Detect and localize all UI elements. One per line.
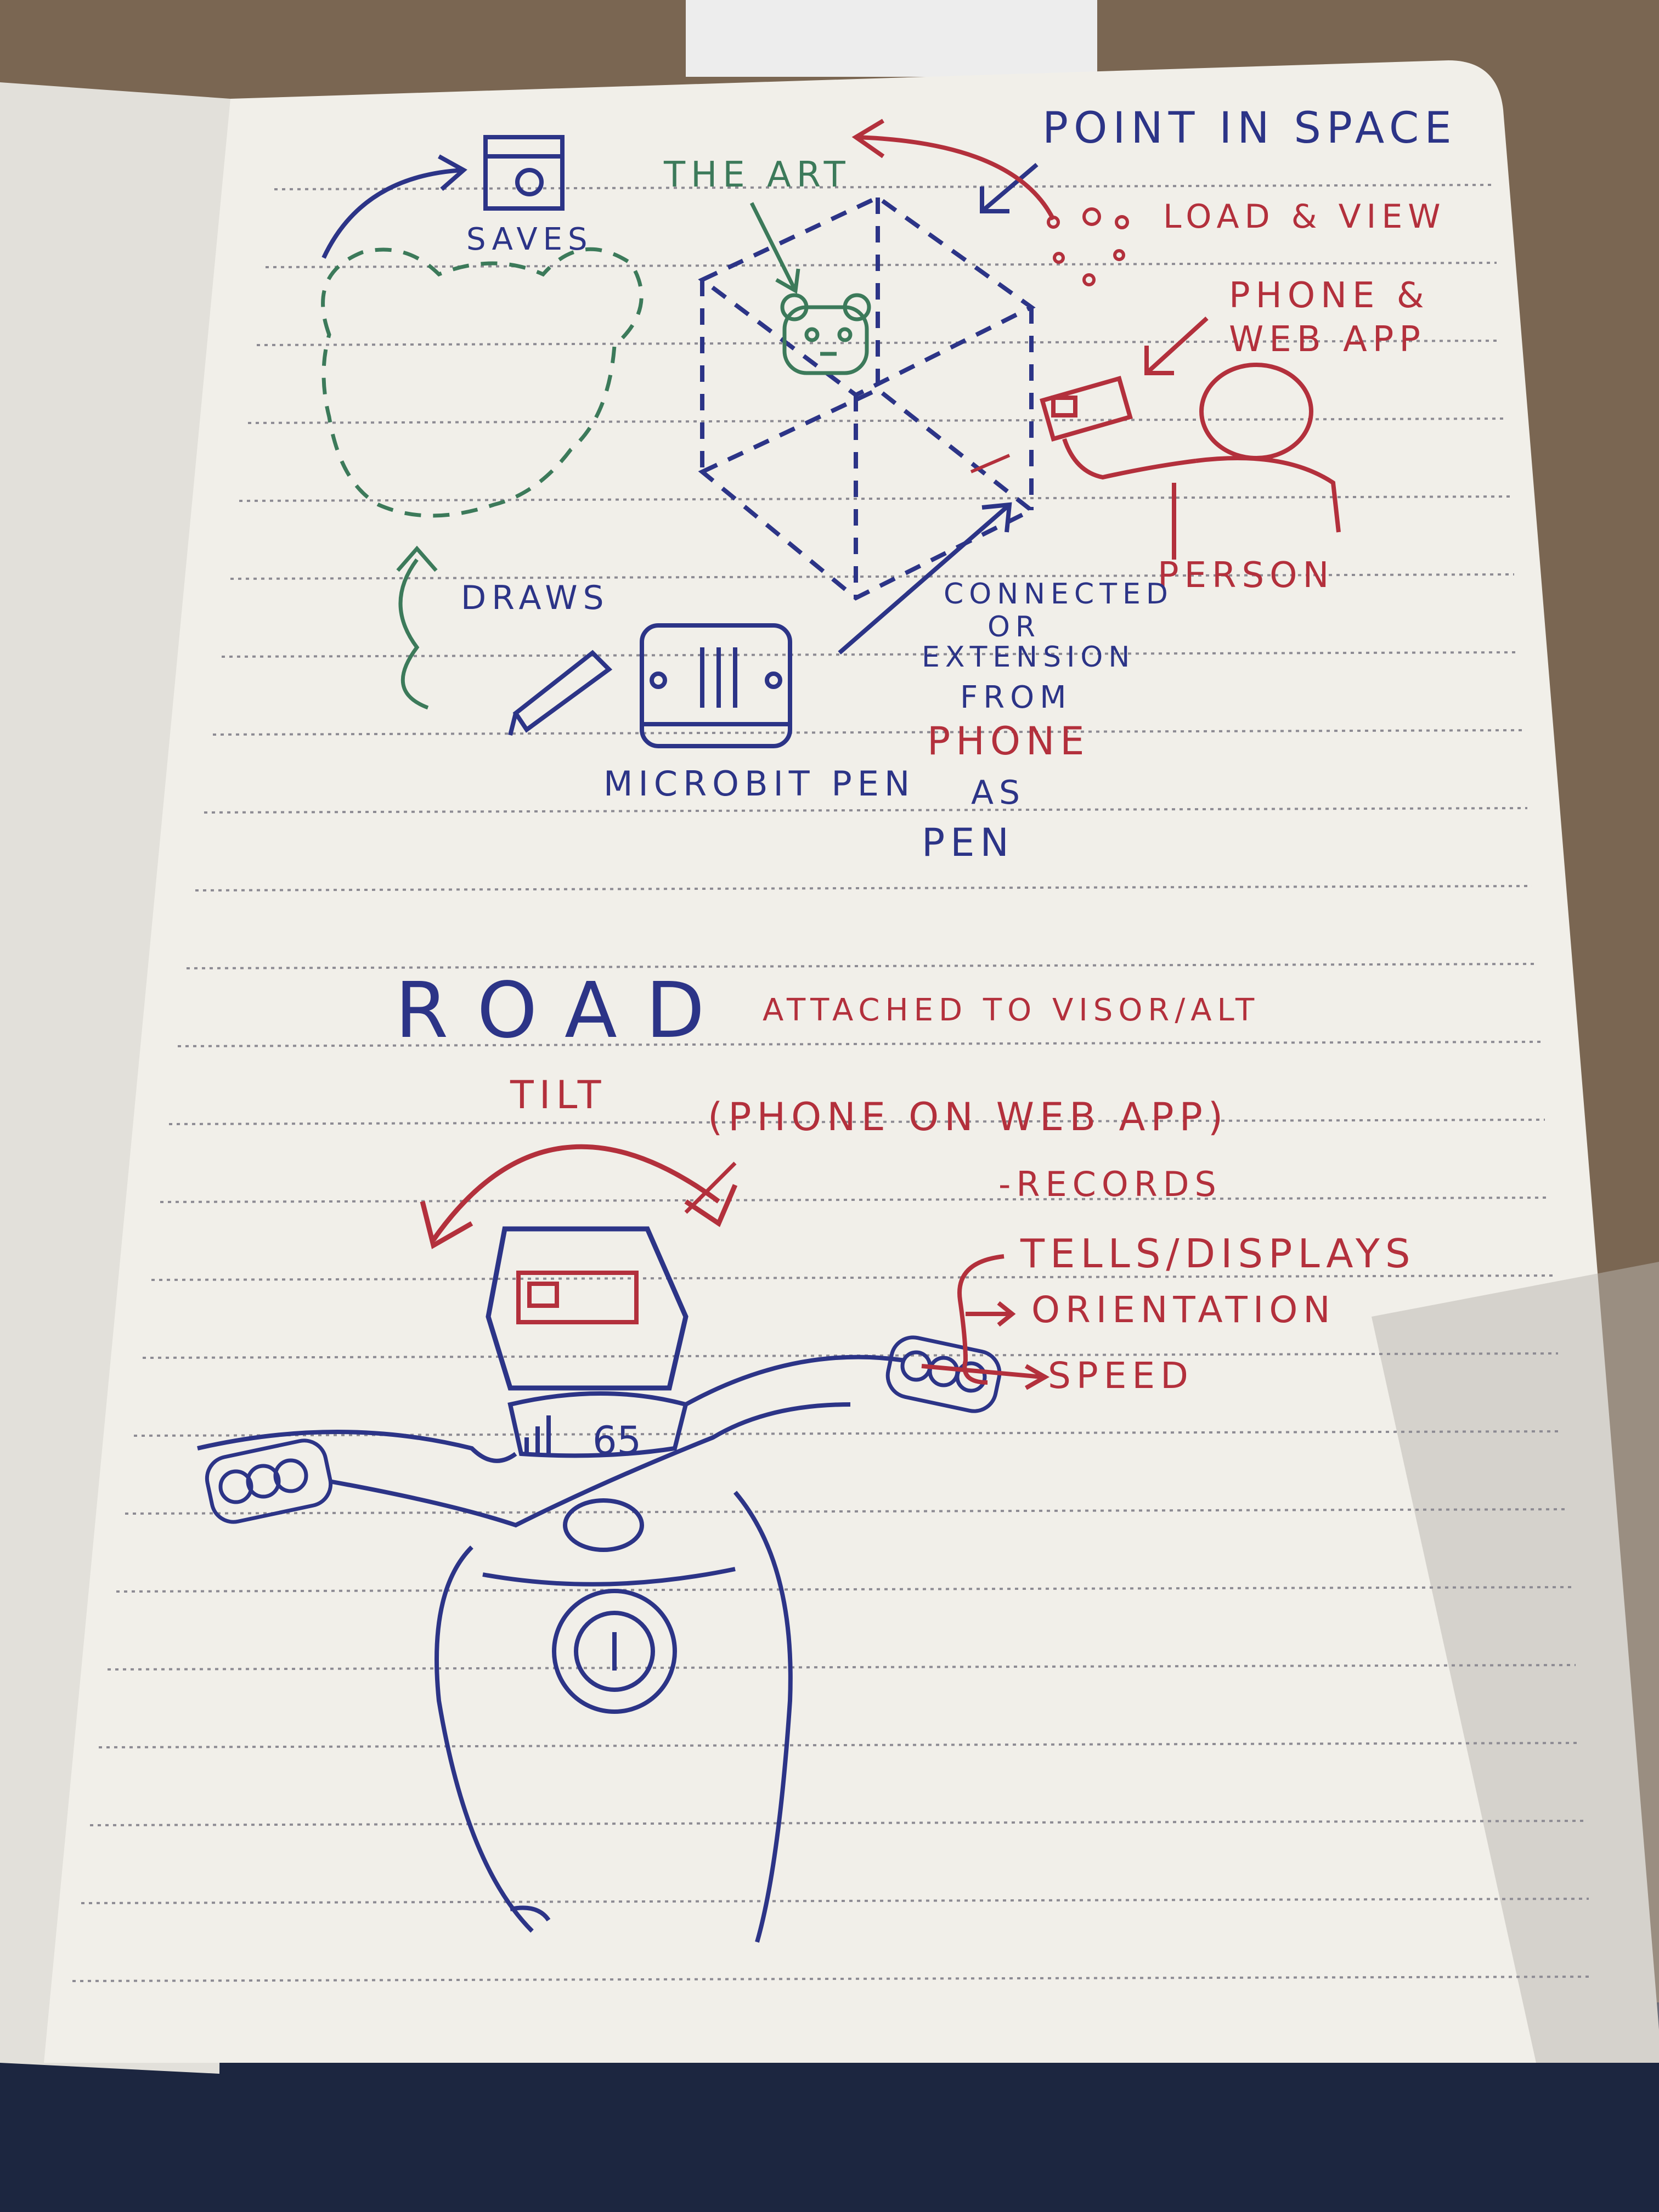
- label-phone: PHONE: [927, 719, 1090, 764]
- notebook-page: [44, 60, 1659, 2063]
- ruled-line: [89, 1820, 1585, 1826]
- label-connected-1: OR: [988, 611, 1041, 644]
- label-connected-3: FROM: [960, 680, 1072, 715]
- visor-icon: [486, 1226, 689, 1391]
- ruled-line: [151, 1274, 1554, 1281]
- ruled-line: [186, 963, 1537, 969]
- left-grip-icon: [205, 1438, 333, 1524]
- motorcycle-body: [435, 1491, 793, 1943]
- labels-top: POINT IN SPACE THE ART SAVES LOAD & VIEW…: [461, 104, 1457, 865]
- phone-web-app-pointer: [684, 1161, 737, 1214]
- label-draws: DRAWS: [461, 579, 610, 617]
- label-connected-2: EXTENSION: [922, 641, 1135, 674]
- label-the-art: THE ART: [663, 155, 851, 195]
- connected-arrow: [838, 503, 1011, 655]
- phone-webapp-arrow: [1145, 317, 1209, 375]
- ruled-line: [98, 1742, 1581, 1748]
- speed-arrow: [921, 1364, 1043, 1379]
- labels-bottom: ROAD ATTACHED TO VISOR/ALT TILT (PHONE O…: [395, 966, 1416, 1463]
- phone-stroke: [970, 454, 1011, 473]
- label-connected-0: CONNECTED: [944, 578, 1173, 611]
- motorcycle-handlebars: [197, 1355, 906, 1528]
- person-icon: [1172, 363, 1341, 560]
- pen-icon: [508, 650, 613, 736]
- point-arrow: [980, 162, 1039, 213]
- label-tilt: TILT: [510, 1073, 607, 1118]
- draws-arrow: [398, 558, 429, 710]
- label-load-view: LOAD & VIEW: [1163, 198, 1446, 236]
- ruled-line: [195, 885, 1532, 891]
- ruled-line: [160, 1197, 1550, 1203]
- bear-face-icon: [780, 293, 871, 375]
- label-as: AS: [971, 774, 1025, 812]
- ruled-line: [212, 729, 1523, 736]
- label-point-in-space: POINT IN SPACE: [1042, 104, 1457, 153]
- label-speed: SPEED: [1048, 1355, 1194, 1397]
- draws-arrowhead: [396, 545, 438, 572]
- art-return-arrow: [855, 135, 1056, 221]
- label-orientation: ORIENTATION: [1031, 1289, 1336, 1331]
- speed-readout: 65: [592, 1418, 641, 1463]
- saves-arrow: [321, 168, 464, 259]
- load-dots: [1047, 207, 1129, 286]
- label-person: PERSON: [1158, 555, 1334, 596]
- save-icon: [483, 135, 565, 211]
- heading-road: ROAD: [395, 966, 733, 1056]
- drawing-cloud: [321, 247, 644, 518]
- label-phone-web-app-1: PHONE &: [1229, 275, 1430, 316]
- shadow: [1372, 1262, 1659, 2063]
- ruled-line: [72, 1976, 1594, 1982]
- phone-in-hand-icon: [1040, 376, 1197, 480]
- ruled-line: [247, 417, 1506, 424]
- the-art-arrowhead: [775, 268, 800, 294]
- saves-arrowhead: [438, 154, 467, 191]
- label-attached: ATTACHED TO VISOR/ALT: [763, 992, 1260, 1028]
- tells-bracket: [957, 1254, 1005, 1385]
- tilt-arrowhead-left: [420, 1200, 473, 1249]
- tilt-arrowhead-right: [684, 1184, 738, 1227]
- ruled-line: [221, 651, 1519, 658]
- right-grip-icon: [885, 1335, 1002, 1413]
- label-phone-on-web-app: (PHONE ON WEB APP): [708, 1094, 1228, 1139]
- ruled-line: [274, 184, 1493, 190]
- ruled-line: [107, 1664, 1576, 1671]
- ruled-line: [204, 807, 1528, 814]
- label-pen: PEN: [922, 820, 1014, 865]
- tilt-arc: [431, 1144, 720, 1242]
- the-art-arrow: [749, 202, 798, 292]
- ruled-line: [265, 262, 1497, 268]
- ruled-line: [230, 573, 1515, 580]
- orientation-arrowhead: [997, 1301, 1016, 1327]
- art-return-arrowhead: [851, 119, 885, 159]
- phone-webapp-arrowhead: [1144, 346, 1174, 375]
- ruled-lines: [72, 184, 1594, 1982]
- speed-arrowhead: [1025, 1364, 1050, 1390]
- visor-phone-icon: [516, 1271, 639, 1324]
- label-records: -RECORDS: [998, 1164, 1222, 1204]
- label-phone-web-app-2: WEB APP: [1229, 319, 1426, 360]
- label-tells-displays: TELLS/DISPLAYS: [1020, 1231, 1416, 1277]
- ruled-line: [81, 1898, 1589, 1904]
- label-saves: SAVES: [466, 222, 593, 257]
- fuel-cap-icon: [552, 1589, 677, 1714]
- ruled-line: [125, 1508, 1567, 1515]
- microbit-icon: [640, 623, 792, 748]
- label-microbit-pen: MICROBIT PEN: [603, 764, 915, 804]
- art-cube: [698, 195, 1036, 601]
- point-arrowhead: [980, 187, 1009, 213]
- connected-arrowhead: [981, 502, 1012, 533]
- ruled-line: [168, 1119, 1545, 1125]
- loose-paper: [686, 0, 1097, 77]
